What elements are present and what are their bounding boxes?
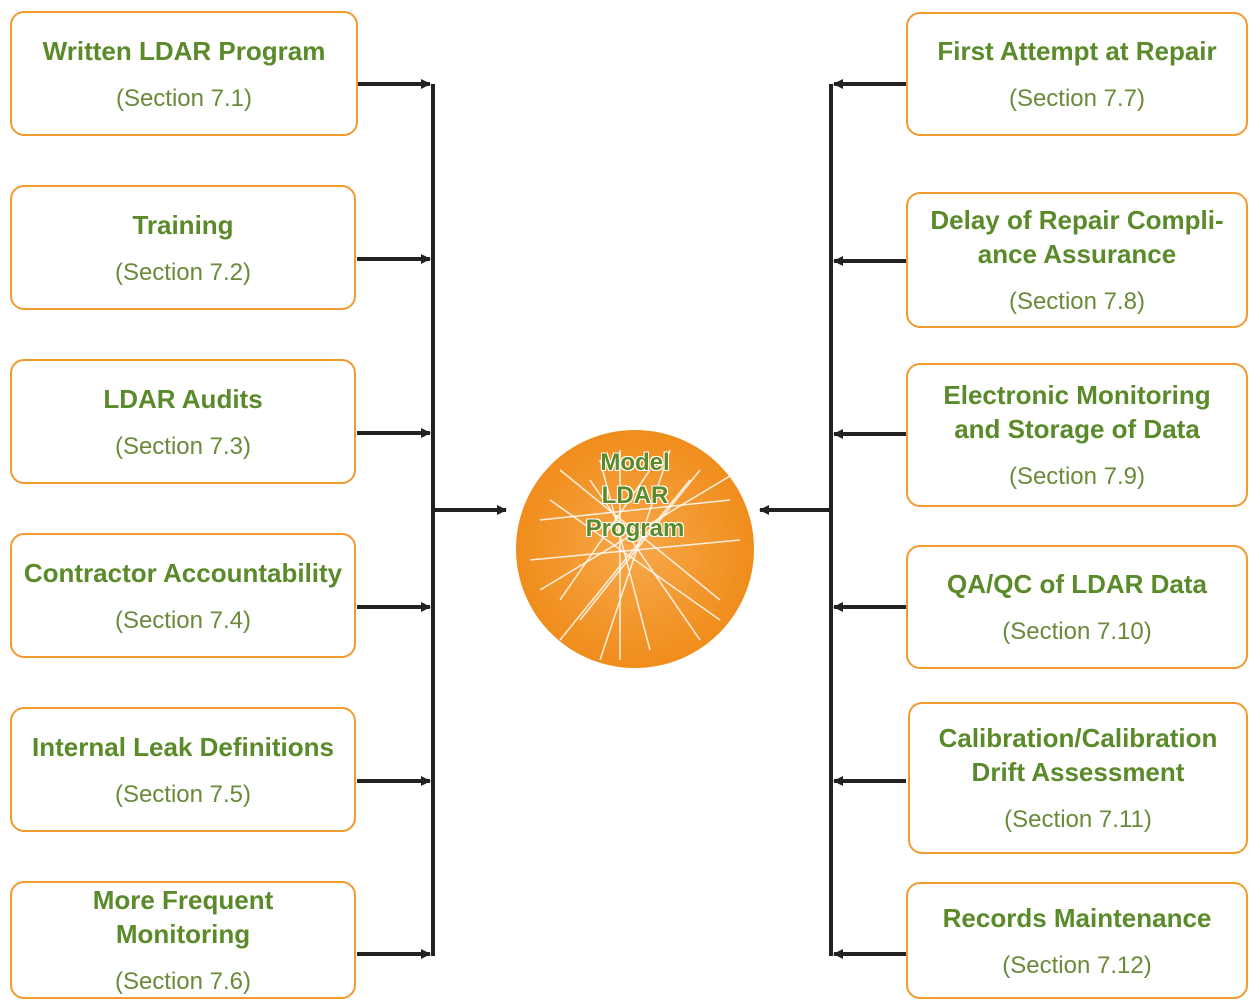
box-section: (Section 7.1): [115, 84, 253, 112]
box-first-attempt-at-repair: First Attempt at Repair (Section 7.7): [906, 12, 1248, 136]
box-title: Written LDAR Program: [42, 35, 326, 66]
box-section: (Section 7.11): [1004, 806, 1152, 833]
box-title: First Attempt at Repair: [937, 36, 1217, 66]
box-electronic-monitoring: Electronic Monitoring and Storage of Dat…: [906, 363, 1248, 507]
box-title: Internal Leak Definitions: [32, 731, 334, 762]
box-section: (Section 7.10): [1002, 618, 1152, 645]
box-title: Electronic Monitoring and Storage of Dat…: [943, 380, 1211, 444]
box-records-maintenance: Records Maintenance (Section 7.12): [906, 882, 1248, 999]
box-ldar-audits: LDAR Audits (Section 7.3): [10, 359, 356, 484]
box-section: (Section 7.8): [1008, 288, 1146, 315]
box-calibration-drift: Calibration/Calibration Drift Assessment…: [908, 702, 1248, 854]
box-contractor-accountability: Contractor Accountability (Section 7.4): [10, 533, 356, 658]
box-training: Training (Section 7.2): [10, 185, 356, 310]
box-section: (Section 7.7): [1008, 85, 1146, 112]
box-section: (Section 7.5): [114, 780, 252, 808]
box-more-frequent-monitoring: More Frequent Monitoring (Section 7.6): [10, 881, 356, 999]
box-section: (Section 7.9): [1008, 463, 1146, 490]
box-section: (Section 7.6): [114, 968, 252, 995]
box-section: (Section 7.3): [114, 432, 252, 460]
box-qa-qc-ldar-data: QA/QC of LDAR Data (Section 7.10): [906, 545, 1248, 669]
box-title: Calibration/Calibration Drift Assessment: [938, 723, 1218, 787]
box-section: (Section 7.2): [114, 258, 252, 286]
box-delay-of-repair: Delay of Repair Compli- ance Assurance (…: [906, 192, 1248, 328]
box-title: Contractor Accountability: [23, 557, 343, 588]
box-title: QA/QC of LDAR Data: [947, 569, 1207, 599]
box-internal-leak-definitions: Internal Leak Definitions (Section 7.5): [10, 707, 356, 832]
box-title: More Frequent Monitoring: [92, 885, 274, 949]
box-title: LDAR Audits: [103, 383, 263, 414]
box-title: Delay of Repair Compli- ance Assurance: [930, 205, 1224, 269]
center-hub-label: Model LDAR Program: [585, 449, 685, 542]
box-title: Training: [132, 209, 234, 240]
box-section: (Section 7.12): [1002, 951, 1152, 979]
center-hub: [516, 430, 754, 668]
box-title: Records Maintenance: [942, 902, 1212, 933]
box-section: (Section 7.4): [114, 606, 252, 634]
box-written-ldar-program: Written LDAR Program (Section 7.1): [10, 11, 358, 136]
